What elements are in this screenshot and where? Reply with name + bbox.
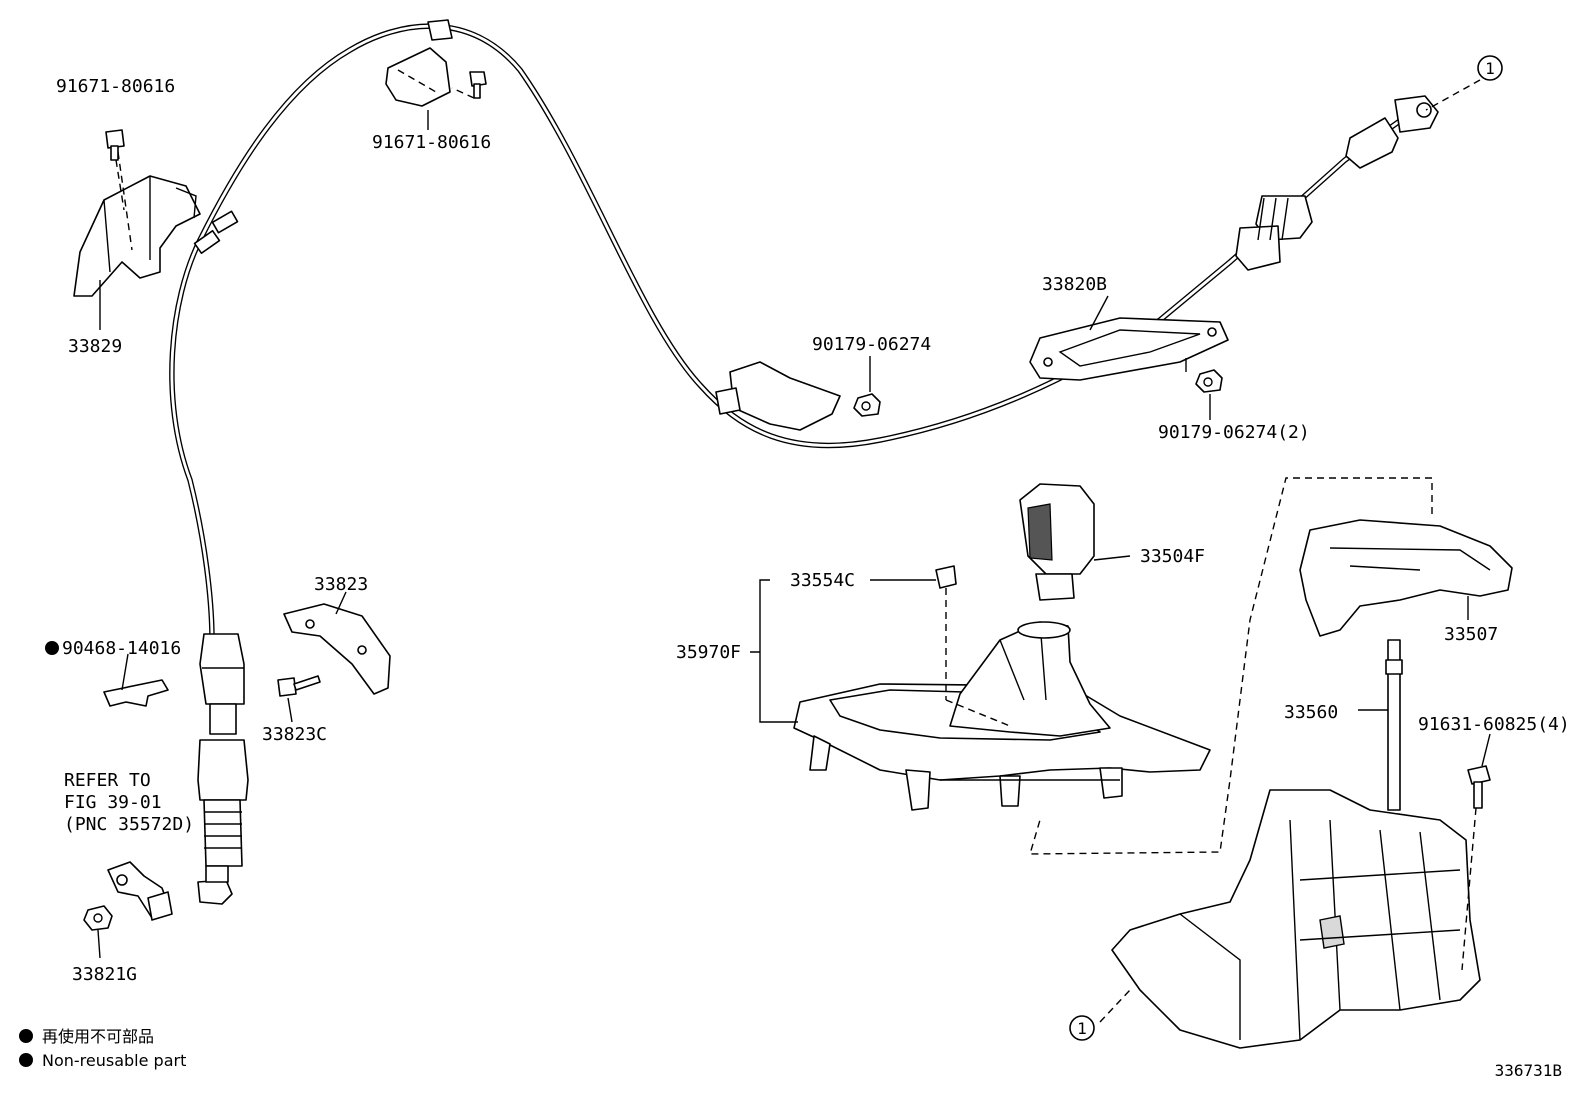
cable-bracket-33820B — [1029, 317, 1229, 381]
shift-base-assembly — [1111, 789, 1481, 1049]
dashed-assembly-outline — [1029, 477, 1433, 855]
bolt-91671-80616-center — [451, 71, 487, 99]
legend-non-reusable-jp: 再使用不可部品 — [42, 1027, 154, 1046]
svg-text:1: 1 — [1077, 1019, 1087, 1038]
label-90468: 90468-14016 — [62, 638, 181, 659]
leader-marker-1-bottom — [1099, 989, 1131, 1023]
leader-90468 — [121, 653, 129, 691]
label-91631: 91631-60825(4) — [1418, 714, 1570, 735]
nut-90179-06274-qty2 — [1195, 369, 1223, 393]
cable-clip-left — [193, 210, 239, 255]
leader-33504F — [1093, 555, 1131, 561]
nut-90179-06274 — [853, 393, 881, 417]
clip-90468-14016 — [103, 679, 169, 707]
bushing-33821G — [83, 905, 113, 931]
legend-dot-jp — [19, 1029, 33, 1043]
diagram-number: 336731B — [1495, 1061, 1562, 1080]
leader-91631 — [1481, 733, 1491, 767]
refer-note-line3: (PNC 35572D) — [64, 814, 194, 835]
bracket-33829 — [73, 151, 201, 297]
shift-lever-33560 — [1385, 639, 1403, 811]
label-33820B: 33820B — [1042, 274, 1107, 295]
leader-33820B — [1089, 295, 1109, 331]
shift-cable-33820B — [169, 23, 1421, 643]
leader-35970F — [750, 579, 798, 723]
refer-note-line1: REFER TO — [64, 770, 151, 791]
label-bolt-91671-center: 91671-80616 — [372, 132, 491, 153]
marker-1-top: 1 — [1477, 55, 1503, 81]
leader-33823 — [335, 591, 347, 615]
cable-end-lower — [197, 633, 249, 905]
cable-end-fitting-right — [1235, 95, 1439, 271]
svg-text:1: 1 — [1485, 59, 1495, 78]
label-33554C: 33554C — [790, 570, 855, 591]
label-35970F: 35970F — [676, 642, 741, 663]
bracket-refer-35572D — [107, 861, 173, 921]
label-33821G: 33821G — [72, 964, 137, 985]
shift-knob-33504F — [1019, 483, 1095, 601]
leader-91631 — [1461, 807, 1477, 971]
leader-33823C — [287, 697, 293, 723]
bracket-33823 — [283, 603, 391, 695]
label-33507: 33507 — [1444, 624, 1498, 645]
label-33504F: 33504F — [1140, 546, 1205, 567]
legend-dot-en — [19, 1053, 33, 1067]
label-bolt-91671-left: 91671-80616 — [56, 76, 175, 97]
legend-non-reusable-en: Non-reusable part — [42, 1051, 186, 1070]
shift-housing-35970F — [793, 621, 1211, 811]
label-90179-qty2: 90179-06274(2) — [1158, 422, 1310, 443]
bolt-91671-80616-left — [105, 129, 125, 161]
cable-clamp-mid — [715, 361, 841, 431]
leader-marker-1-top — [1425, 79, 1481, 111]
label-33823: 33823 — [314, 574, 368, 595]
label-90179: 90179-06274 — [812, 334, 931, 355]
bolt-33823C — [277, 675, 321, 697]
label-33829: 33829 — [68, 336, 122, 357]
cable-bracket-top — [385, 19, 453, 107]
leader-33821G — [97, 929, 101, 959]
cover-33507 — [1299, 519, 1513, 637]
refer-note-line2: FIG 39-01 — [64, 792, 162, 813]
bolt-91631-60825 — [1467, 765, 1491, 809]
non-reusable-dot — [45, 641, 59, 655]
label-33560: 33560 — [1284, 702, 1338, 723]
clip-33554C — [935, 565, 1011, 727]
label-33823C: 33823C — [262, 724, 327, 745]
leader-91671-left — [115, 159, 125, 211]
marker-1-bottom: 1 — [1069, 1015, 1095, 1041]
